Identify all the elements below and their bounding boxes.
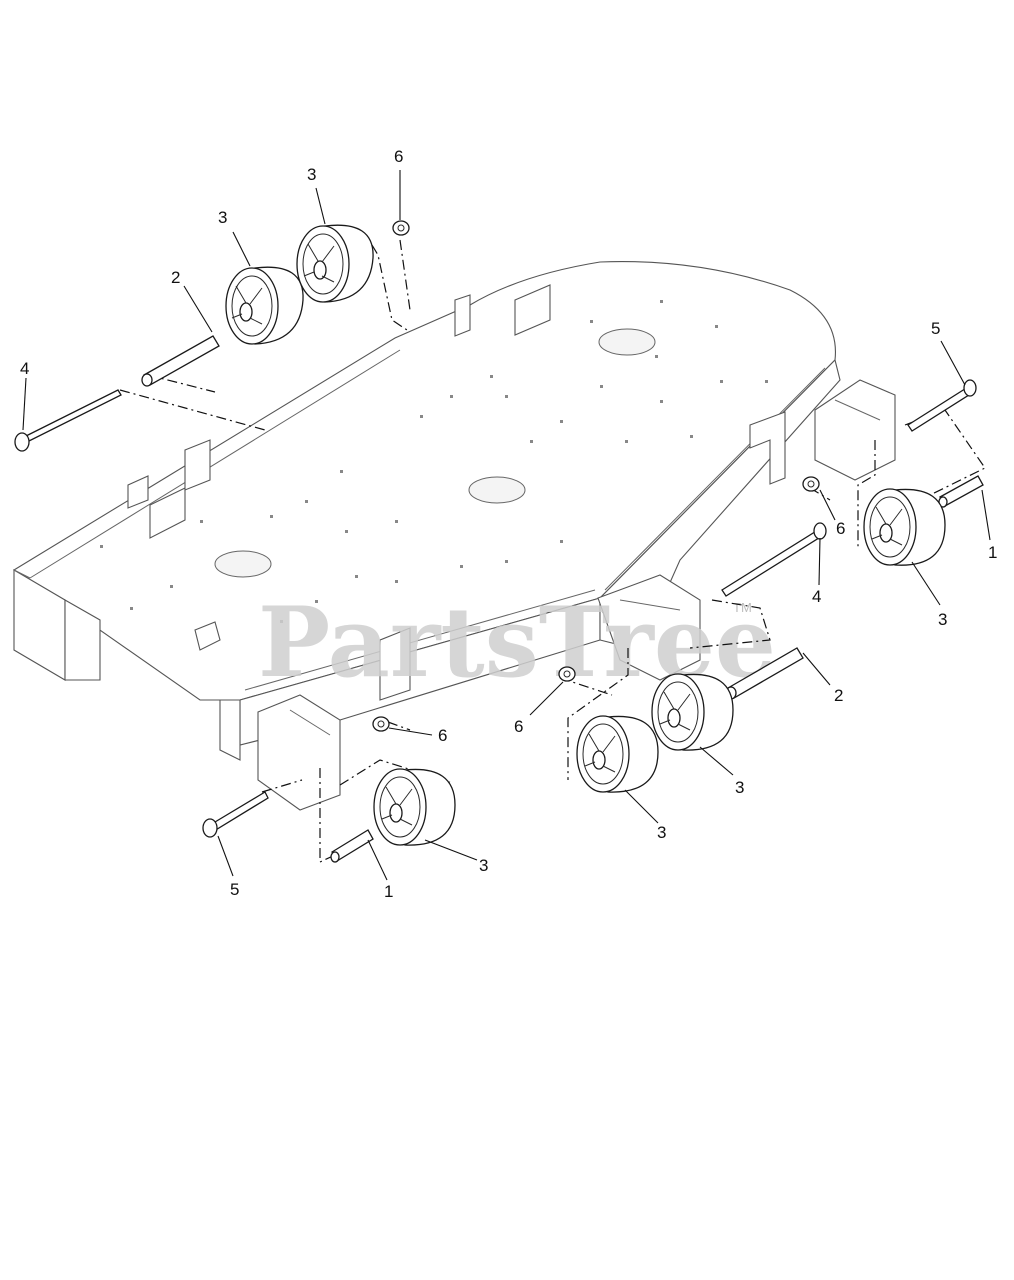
roller-mid-left [576, 715, 659, 793]
spacer-top [141, 335, 220, 387]
nut-lower [372, 716, 390, 732]
callout-1-bottom: 1 [384, 882, 393, 901]
nut-top [392, 220, 410, 236]
roller-right [863, 488, 946, 566]
pin-right [938, 475, 984, 508]
nut-middle [558, 666, 576, 682]
bolt-long-right [721, 522, 827, 597]
roller-mid-right [651, 673, 734, 751]
callout-3-mid-right: 3 [735, 778, 744, 797]
callout-6-right: 6 [836, 519, 845, 538]
callout-4-right: 4 [812, 587, 821, 606]
watermark-trademark: TM [733, 600, 752, 615]
nut-right [802, 476, 820, 492]
callout-5-right: 5 [931, 319, 940, 338]
leader-lines [22, 170, 991, 881]
callout-6-lower: 6 [438, 726, 447, 745]
roller-top-left [225, 266, 304, 345]
callout-1-right: 1 [988, 543, 997, 562]
callout-3-mid-left: 3 [657, 823, 666, 842]
callout-4-left: 4 [20, 359, 29, 378]
callout-2-top: 2 [171, 268, 180, 287]
callout-3-top-right: 3 [307, 165, 316, 184]
callout-labels: 6 3 3 2 4 5 6 1 4 3 2 6 6 3 3 3 5 1 [20, 147, 997, 901]
callout-3-bottom: 3 [479, 856, 488, 875]
callout-6-top: 6 [394, 147, 403, 166]
roller-bottom [373, 768, 456, 846]
callout-5-bottom: 5 [230, 880, 239, 899]
bolt-short-bottom [202, 791, 269, 838]
deck-holes [100, 300, 768, 623]
bolt-short-right [907, 379, 977, 432]
mower-deck [12, 261, 896, 811]
callout-2-right: 2 [834, 686, 843, 705]
callout-6-middle: 6 [514, 717, 523, 736]
roller-top-right [296, 224, 374, 303]
callout-3-right: 3 [938, 610, 947, 629]
callout-3-top-left: 3 [218, 208, 227, 227]
bolt-long-left [14, 389, 122, 452]
pin-bottom [330, 829, 374, 863]
